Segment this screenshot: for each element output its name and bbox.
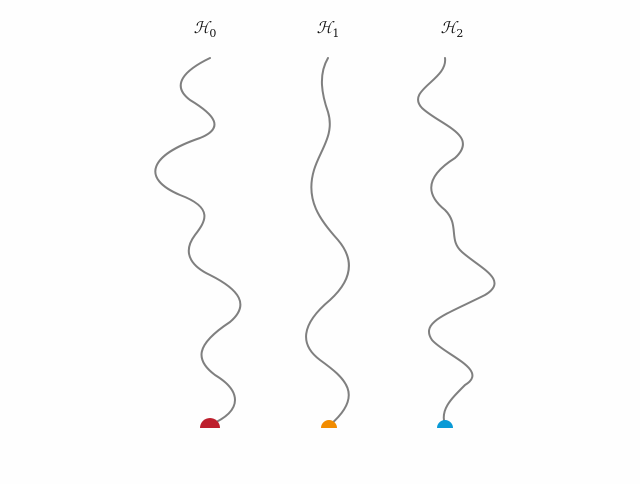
path-0-end-marker — [200, 418, 220, 428]
path-1-label-main: ℋ — [316, 18, 333, 37]
path-2-label: ℋ2 — [422, 18, 482, 40]
path-1-label-sub: 1 — [332, 27, 340, 41]
path-1-label: ℋ1 — [298, 18, 358, 40]
path-0-label-sub: 0 — [209, 27, 217, 41]
path-2-curve — [417, 57, 496, 426]
path-1-curve — [305, 57, 350, 426]
path-0-curve — [154, 57, 242, 426]
path-2-label-sub: 2 — [456, 27, 464, 41]
path-2-end-marker — [437, 420, 453, 428]
path-0-label-main: ℋ — [193, 18, 210, 37]
path-0-label: ℋ0 — [175, 18, 235, 40]
path-1-end-marker — [321, 420, 337, 428]
path-2-label-main: ℋ — [440, 18, 457, 37]
